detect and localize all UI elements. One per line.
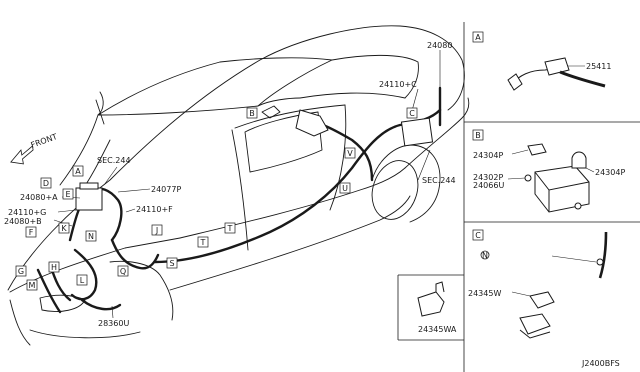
panel-b: B 24304P 24304P 24302P 24066U	[472, 129, 625, 213]
callout-sec244-right: SEC.244	[422, 176, 456, 185]
panel-c-part-24345w: 24345W	[468, 289, 501, 298]
box-letter-n: N	[88, 232, 94, 241]
callout-sec244-top: SEC.244	[97, 156, 131, 165]
callout-24080a: 24080+A	[20, 193, 58, 202]
car-outline	[7, 25, 470, 346]
panel-b-part-24304p-right: 24304P	[595, 168, 625, 177]
box-letter-g: G	[18, 267, 24, 276]
battery-block	[75, 109, 434, 211]
box-letter-f: F	[29, 228, 34, 237]
panel-c-letter: C	[475, 231, 481, 240]
panel-a-part-25411: 25411	[586, 62, 611, 71]
callout-28360u: 28360U	[98, 319, 129, 328]
callout-box-letters: A D E F K G H J N L M Q S T T U V B C	[18, 109, 415, 290]
panel-small-part: 24345WA	[418, 325, 457, 334]
panel-b-part-24302p: 24302P	[473, 173, 503, 182]
box-letter-e: E	[65, 190, 70, 199]
leader-lines	[53, 50, 441, 319]
callout-24080b: 24080+B	[4, 217, 42, 226]
ref-code: J2400BFS	[581, 359, 620, 368]
box-letter-c: C	[409, 109, 415, 118]
box-letter-a: A	[75, 167, 81, 176]
box-letter-d: D	[43, 179, 49, 188]
box-letter-s: S	[169, 259, 174, 268]
svg-text:N: N	[482, 251, 488, 260]
box-letter-h: H	[51, 263, 57, 272]
box-letter-u: U	[342, 184, 348, 193]
callout-boxes	[15, 107, 418, 291]
box-letter-q: Q	[120, 267, 126, 276]
front-label: FRONT	[30, 132, 59, 150]
box-letter-m: M	[29, 281, 36, 290]
box-letter-t-1: T	[200, 238, 206, 247]
panel-c: C N 24345W	[468, 229, 608, 339]
panel-a-letter: A	[475, 33, 481, 42]
box-letter-j: J	[155, 226, 158, 235]
box-letter-k: K	[61, 224, 67, 233]
box-letter-v: V	[347, 149, 353, 158]
panel-a-connector	[507, 57, 606, 91]
panel-a: A 25411	[472, 31, 611, 91]
callout-24110g: 24110+G	[8, 208, 46, 217]
panel-small: 24345WA	[417, 281, 457, 334]
callout-24077p: 24077P	[151, 185, 181, 194]
panel-c-cable	[519, 231, 608, 339]
bolt-icon	[480, 250, 490, 260]
panel-b-module	[524, 143, 590, 213]
panel-b-part-24066u: 24066U	[473, 181, 504, 190]
box-letter-t-2: T	[227, 224, 233, 233]
front-arrow-icon	[10, 145, 34, 165]
box-letter-l: L	[80, 276, 85, 285]
callout-24080: 24080	[427, 41, 452, 50]
panel-b-part-24304p-left: 24304P	[473, 151, 503, 160]
detail-panel-frames	[397, 22, 640, 372]
callout-24110c: 24110+C	[379, 80, 417, 89]
box-letter-b: B	[249, 109, 255, 118]
callout-24110f: 24110+F	[136, 205, 173, 214]
panel-b-letter: B	[475, 131, 481, 140]
